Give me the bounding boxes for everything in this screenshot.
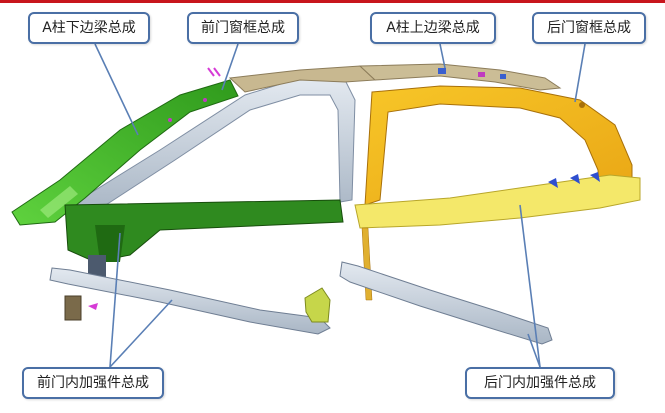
a-pillar-lower-beam-part	[11, 67, 239, 226]
leader-lines	[94, 43, 586, 368]
label-rear-window-frame: 后门窗框总成	[532, 12, 646, 44]
rear-door-window-frame-part	[364, 85, 633, 206]
leader-a-pillar-upper	[439, 43, 446, 69]
label-rear-inner-reinforcement: 后门内加强件总成	[465, 367, 615, 399]
leader-a-pillar-lower	[94, 43, 139, 136]
leader-rear-inner-2	[527, 333, 541, 368]
top-accent-bar	[0, 0, 665, 3]
front-door-inner-reinforcement-part	[49, 267, 331, 335]
leader-front-inner-1	[109, 232, 121, 368]
a-pillar-upper-beam-part	[358, 63, 562, 91]
front-door-lower-frame-part	[64, 199, 344, 277]
rear-door-inner-reinforcement-part	[339, 261, 553, 345]
leader-rear-window-frame	[574, 43, 586, 103]
leader-front-inner-2	[109, 299, 173, 368]
label-front-inner-reinforcement: 前门内加强件总成	[22, 367, 164, 399]
label-front-window-frame: 前门窗框总成	[187, 12, 299, 44]
label-a-pillar-upper-beam: A柱上边梁总成	[370, 12, 496, 44]
leader-front-window-frame	[221, 43, 239, 91]
label-a-pillar-lower-beam: A柱下边梁总成	[28, 12, 150, 44]
leader-rear-inner-1	[519, 204, 541, 368]
